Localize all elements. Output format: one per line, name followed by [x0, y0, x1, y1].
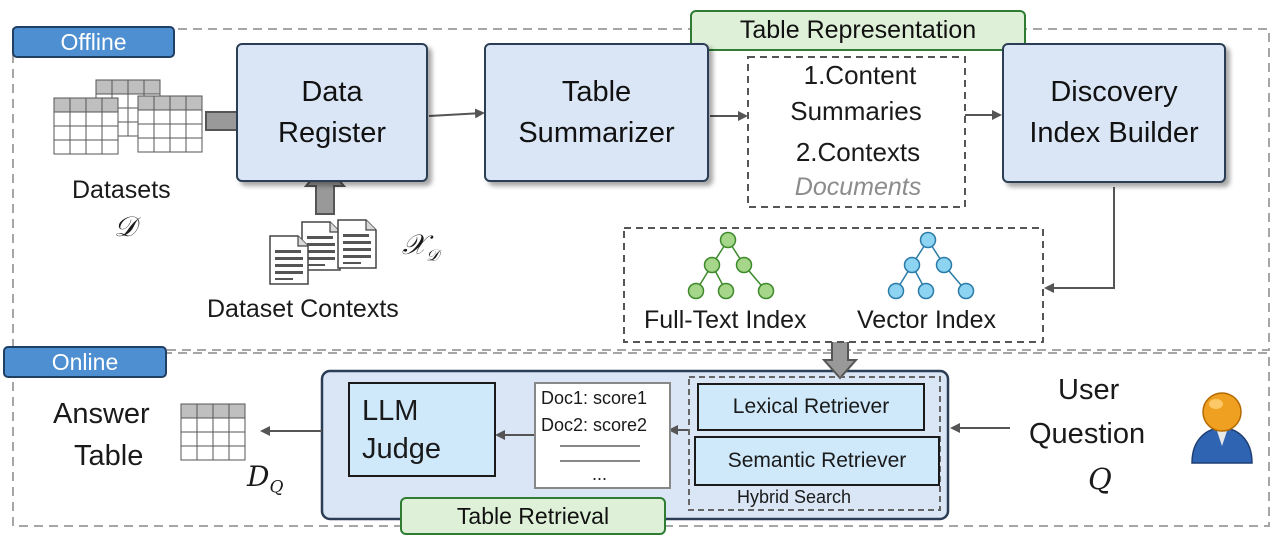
offline-label: Offline [60, 28, 127, 55]
fulltext-index-label: Full-Text Index [644, 306, 807, 334]
offline-section-border [12, 28, 1270, 351]
datasets-symbol: 𝒟 [114, 210, 137, 243]
data-register-line-2: Register [278, 116, 386, 149]
builder-to-index-arrow [1044, 187, 1115, 293]
register-to-summarizer-arrow [428, 108, 485, 119]
answer-symbol-sub: Q [269, 477, 284, 498]
online-label: Online [51, 348, 119, 375]
lexical-retriever-node: Lexical Retriever [697, 383, 925, 431]
data-register-node: Data Register [236, 43, 428, 182]
table-retrieval-tag: Table Retrieval [400, 497, 666, 535]
question-label: Question [1029, 418, 1146, 450]
contexts-symbol-sub: 𝒟 [426, 245, 439, 265]
content-label: 1.Content [803, 60, 917, 90]
lexical-retriever-label: Lexical Retriever [732, 395, 890, 418]
datasets-icon [53, 79, 203, 155]
hybrid-search-label: Hybrid Search [737, 487, 852, 507]
contexts-symbol-main: 𝒳 [402, 228, 427, 261]
doc-score-more: ... [592, 464, 608, 484]
vector-index-tree-icon [887, 231, 975, 300]
user-label: User [1058, 374, 1120, 406]
table-summarizer-line-2: Summarizer [518, 116, 675, 149]
index-builder-line-2: Index Builder [1029, 117, 1199, 149]
table-retrieval-label: Table Retrieval [456, 502, 610, 529]
table-representation-tag: Table Representation [690, 10, 1026, 51]
documents-label: Documents [794, 173, 922, 201]
answer-symbol-main: D [247, 460, 270, 493]
table-representation-label: Table Representation [739, 16, 977, 44]
doc-score-1: Doc1: score1 [541, 388, 648, 408]
table-representation-box [747, 56, 966, 208]
question-symbol: Q [1088, 462, 1112, 496]
index-builder-line-1: Discovery [1050, 76, 1178, 108]
data-register-line-1: Data [301, 75, 363, 108]
llm-judge-node: LLM Judge [348, 382, 496, 477]
contexts-symbol: 𝒳𝒟 [402, 228, 439, 266]
table-summarizer-line-1: Table [561, 75, 632, 108]
answer-label: Answer [53, 398, 150, 430]
dataset-contexts-icon [269, 219, 377, 285]
hybrid-search-box [688, 376, 941, 511]
semantic-retriever-node: Semantic Retriever [694, 436, 940, 486]
user-icon [1191, 392, 1253, 464]
llm-judge-line-2: Judge [362, 432, 442, 465]
table-summarizer-node: Table Summarizer [484, 43, 709, 182]
index-builder-node: Discovery Index Builder [1002, 43, 1226, 183]
dataset-contexts-label: Dataset Contexts [207, 295, 399, 323]
summaries-label: Summaries [790, 96, 922, 126]
offline-tag: Offline [12, 26, 175, 58]
llm-judge-line-1: LLM [362, 394, 419, 427]
semantic-retriever-label: Semantic Retriever [727, 449, 907, 472]
fulltext-index-tree-icon [687, 231, 775, 300]
table-label: Table [74, 440, 144, 472]
answer-symbol: DQ [247, 460, 283, 498]
datasets-label: Datasets [72, 176, 171, 204]
online-tag: Online [3, 346, 167, 378]
contexts-label: 2.Contexts [795, 137, 921, 167]
doc-score-2: Doc2: score2 [541, 415, 648, 435]
doc-scores-box [534, 382, 671, 489]
answer-table-icon [180, 403, 246, 461]
vector-index-label: Vector Index [857, 306, 996, 334]
